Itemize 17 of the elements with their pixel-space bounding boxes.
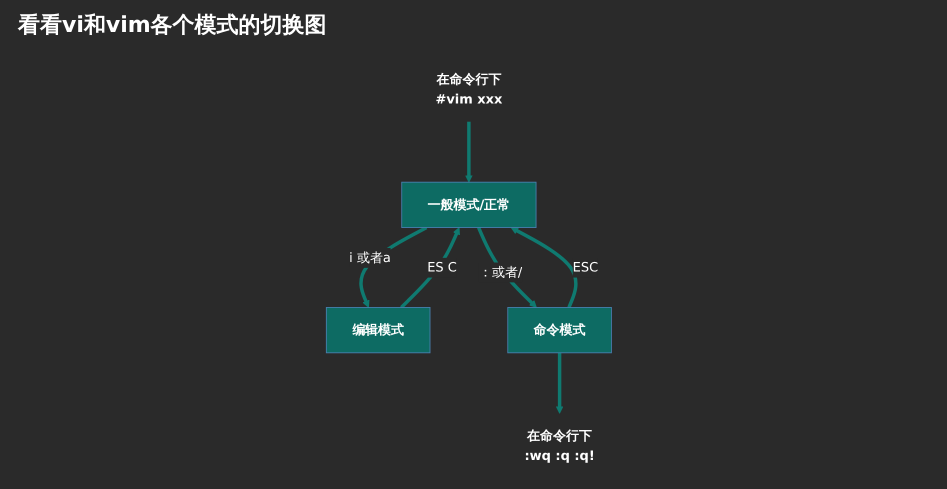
node-box: 命令模式: [507, 307, 612, 354]
arrow: [400, 227, 460, 309]
title: 看看vi和vim各个模式的切换图: [18, 12, 327, 40]
node-label: #vim xxx: [435, 91, 502, 107]
node-box: 编辑模式: [326, 307, 430, 354]
arrow: [556, 352, 564, 414]
edge-label: i 或者a: [349, 250, 391, 266]
arrow: [465, 122, 473, 183]
edge-label: ES C: [427, 260, 457, 276]
node-box: 一般模式/正常: [401, 182, 536, 228]
edge-label: ：或者/: [478, 264, 522, 280]
arrow: [477, 226, 537, 308]
node-text: 在命令行下: [436, 72, 502, 88]
arrow: [510, 227, 578, 308]
node-text: 在命令行下: [527, 428, 592, 444]
edge-label: ESC: [572, 260, 598, 276]
node-label: :wq :q :q!: [524, 447, 595, 463]
